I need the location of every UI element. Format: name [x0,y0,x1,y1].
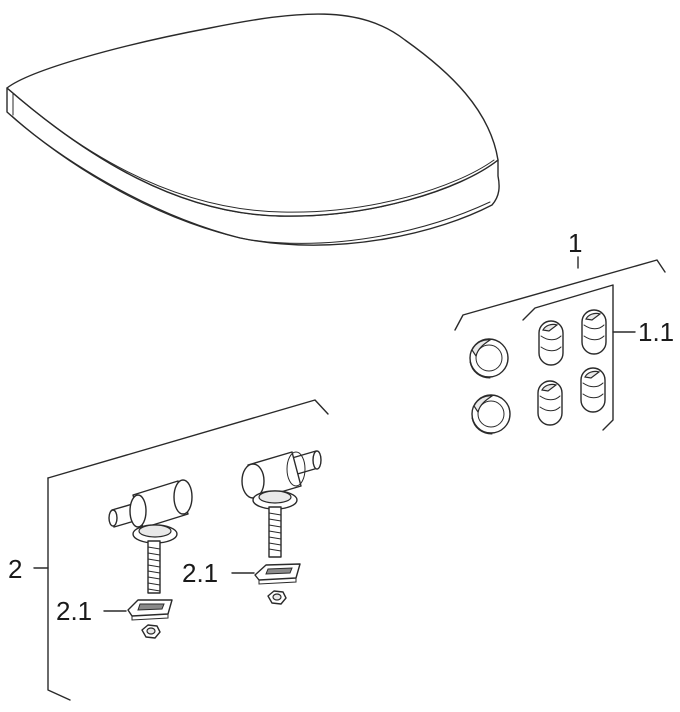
bracket-set-1 [454,256,666,331]
nut-right [267,590,287,605]
hinge-plate-left [103,599,173,621]
bracket-set-2 [33,399,329,701]
callout-label-2-1-right: 2.1 [182,558,219,588]
callout-label-2-1-left: 2.1 [56,596,93,626]
hinge-left [108,479,193,594]
oblong-buffer-1 [538,320,564,366]
hinge-plate-right [231,563,301,585]
seat-lid [6,13,500,246]
callout-label-1-1: 1.1 [638,317,675,347]
round-buffer-bottom [471,394,511,435]
round-buffer-top [469,338,509,379]
oblong-buffer-4 [580,367,606,413]
bracket-set-1-1 [522,284,636,431]
callout-label-2: 2 [8,554,23,584]
hinge-right [241,450,322,558]
oblong-buffer-3 [537,380,563,426]
nut-left [141,624,161,639]
oblong-buffer-2 [581,309,607,355]
callout-label-1: 1 [568,228,583,258]
